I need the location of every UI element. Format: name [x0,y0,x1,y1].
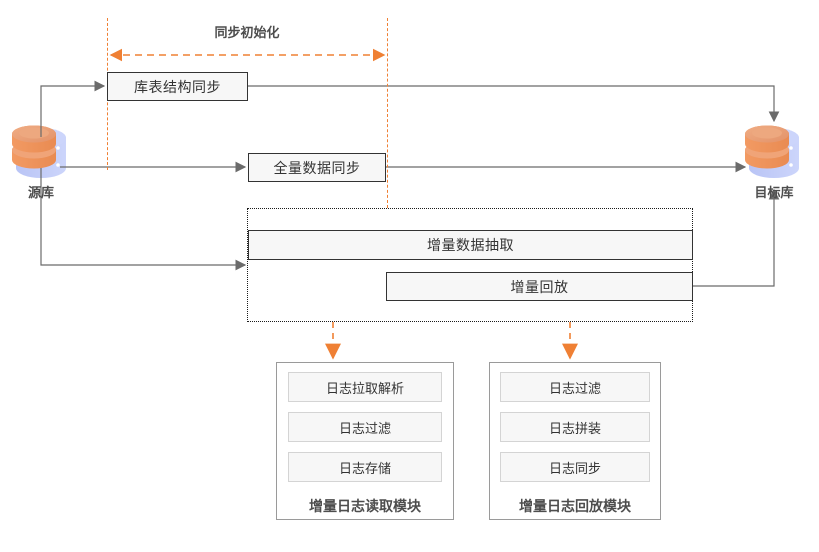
stage-incremental-extract-label: 增量数据抽取 [427,238,514,254]
target-db-label: 目标库 [754,186,794,201]
stage-full-data-sync[interactable]: 全量数据同步 [248,153,386,182]
stage-schema-sync[interactable]: 库表结构同步 [107,72,248,101]
module-log-replay-item-0-label: 日志过滤 [548,381,601,397]
stage-schema-sync-label: 库表结构同步 [134,79,221,96]
module-log-read-item-1[interactable]: 日志过滤 [288,412,442,442]
stage-incremental-extract[interactable]: 增量数据抽取 [248,230,693,260]
source-database-icon [12,125,66,178]
module-log-replay-item-2-label: 日志同步 [548,461,601,477]
module-log-read [276,362,454,520]
module-log-replay [489,362,661,520]
module-log-replay-item-0[interactable]: 日志过滤 [500,372,650,402]
module-log-replay-item-1[interactable]: 日志拼装 [500,412,650,442]
module-log-read-item-0[interactable]: 日志拉取解析 [288,372,442,402]
source-db-label: 源库 [27,186,54,201]
stage-incremental-replay[interactable]: 增量回放 [386,272,693,301]
module-log-read-item-2[interactable]: 日志存储 [288,452,442,482]
sync-initialization-label: 同步初始化 [214,26,280,41]
stage-incremental-replay-label: 增量回放 [510,279,569,296]
module-log-replay-item-1-label: 日志拼装 [548,421,601,437]
stage-full-data-sync-label: 全量数据同步 [273,160,361,177]
incremental-group-container [247,208,693,322]
module-log-replay-title: 增量日志回放模块 [519,499,631,515]
module-log-read-item-2-label: 日志存储 [338,461,391,477]
module-log-read-item-1-label: 日志过滤 [338,421,391,437]
target-database-icon [745,125,799,178]
span-guide-right [387,18,388,208]
module-log-read-title: 增量日志读取模块 [309,499,421,515]
module-log-read-item-0-label: 日志拉取解析 [325,381,404,397]
module-log-replay-item-2[interactable]: 日志同步 [500,452,650,482]
